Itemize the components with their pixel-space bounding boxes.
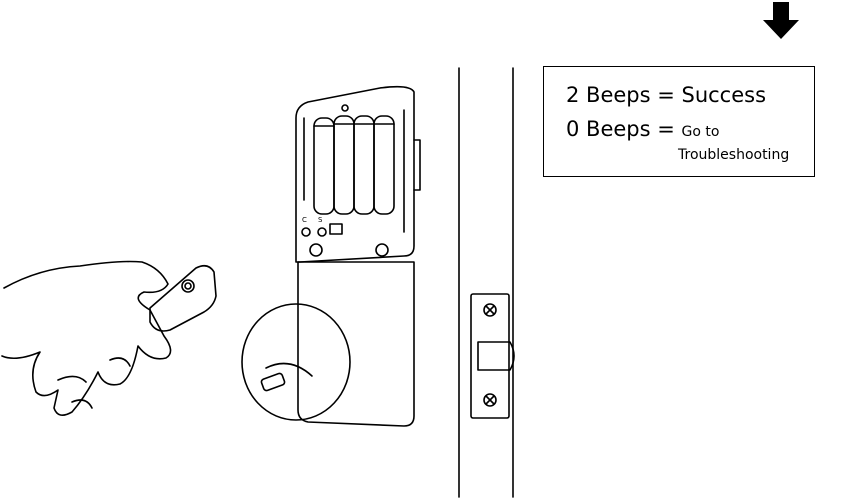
remote-fob-icon (150, 266, 216, 331)
hand (2, 262, 171, 416)
housing-screw-icon (342, 105, 348, 111)
lock-body-lower (298, 262, 414, 426)
button-c-label: C (302, 216, 307, 224)
down-arrow-icon (762, 2, 800, 40)
fail-prefix: 0 Beeps = (566, 117, 675, 141)
button-s-label: S (318, 216, 323, 224)
thumb-turn (261, 373, 286, 392)
fail-line: 0 Beeps = Go to (566, 117, 719, 141)
fail-action-2: Troubleshooting (678, 147, 789, 163)
result-callout: 2 Beeps = Success 0 Beeps = Go to Troubl… (543, 66, 815, 177)
button-s-icon (318, 228, 326, 236)
fail-action-1: Go to (682, 124, 720, 140)
lower-screw-left-icon (310, 244, 322, 256)
lower-screw-right-icon (376, 244, 388, 256)
door-knob (242, 304, 350, 420)
button-c-icon (302, 228, 310, 236)
logo-mark-icon (330, 224, 342, 234)
success-text: 2 Beeps = Success (566, 83, 766, 107)
batteries (314, 116, 394, 214)
